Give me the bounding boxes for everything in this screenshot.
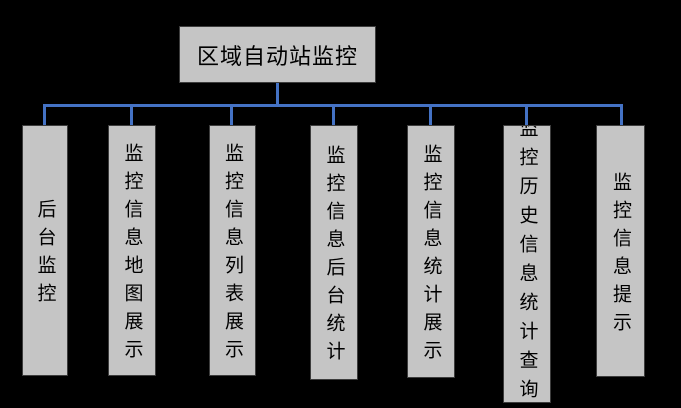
node-info-map-display-label: 监控信息地图展示 [121, 143, 143, 367]
connector-drop-7 [620, 106, 623, 126]
node-history-stats-query-label: 监控历史信息统计查询 [516, 125, 538, 403]
connector-drop-3 [230, 106, 233, 126]
node-root: 区域自动站监控 [179, 26, 376, 83]
node-root-label: 区域自动站监控 [196, 43, 358, 69]
node-info-alert: 监控信息提示 [596, 125, 645, 377]
connector-stem [276, 83, 279, 107]
connector-drop-5 [429, 106, 432, 126]
node-backend-monitoring-label: 后台监控 [34, 199, 56, 311]
connector-drop-4 [332, 106, 335, 126]
node-info-list-display: 监控信息列表展示 [209, 125, 256, 376]
node-backend-monitoring: 后台监控 [22, 125, 68, 376]
node-info-stats-display: 监控信息统计展示 [407, 125, 455, 378]
node-info-stats-display-label: 监控信息统计展示 [420, 144, 442, 368]
node-info-map-display: 监控信息地图展示 [108, 125, 156, 376]
connector-drop-2 [130, 106, 133, 126]
node-info-alert-label: 监控信息提示 [610, 171, 631, 340]
node-info-backend-stats-label: 监控信息后台统计 [323, 145, 345, 369]
node-info-backend-stats: 监控信息后台统计 [310, 125, 358, 380]
connector-drop-6 [525, 106, 528, 126]
node-info-list-display-label: 监控信息列表展示 [222, 143, 243, 367]
node-history-stats-query: 监控历史信息统计查询 [503, 125, 551, 403]
connector-horizontal [43, 104, 623, 107]
connector-drop-1 [43, 106, 46, 126]
